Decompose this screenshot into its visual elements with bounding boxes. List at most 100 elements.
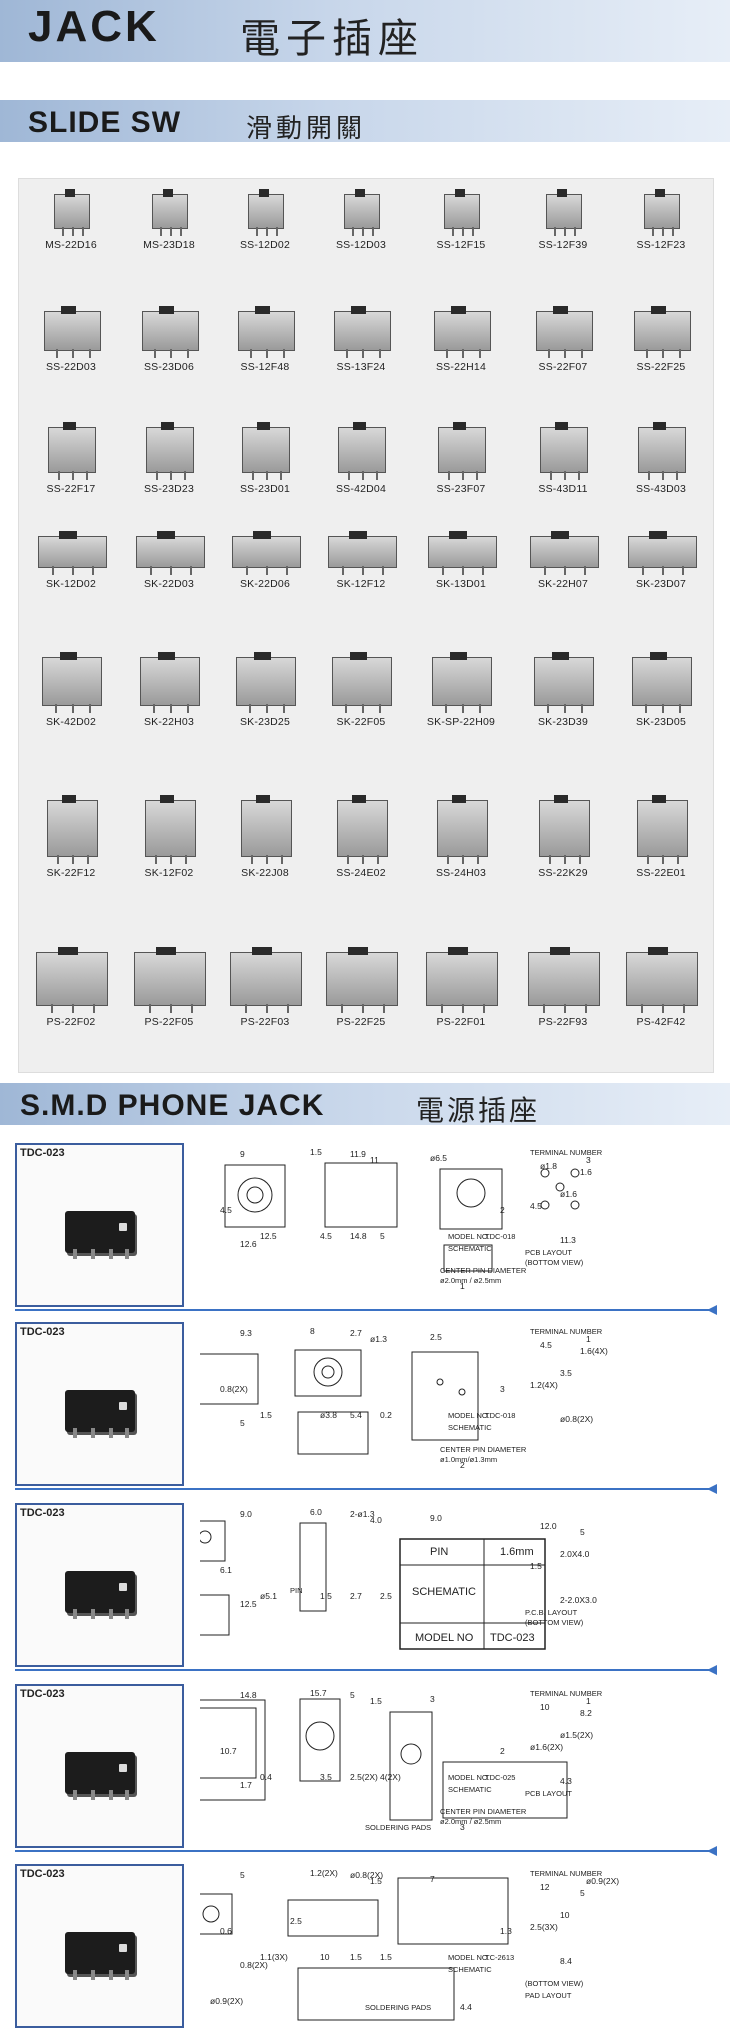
switch-photo [328, 299, 395, 358]
switch-item: SS-42D04 [315, 411, 407, 495]
switch-item: PS-22F93 [517, 929, 609, 1028]
dimension-label: 4.4 [460, 2002, 472, 2012]
drawing-note: ø2.0mm / ø2.5mm [440, 1817, 501, 1826]
drawing-note: SCHEMATIC [448, 1965, 492, 1974]
switch-model-label: SS-22E01 [636, 867, 686, 879]
dimension-label: 1.5 [260, 1410, 272, 1420]
switch-model-label: PS-22F93 [538, 1016, 588, 1028]
drawing-note: P.C.B. LAYOUT [525, 1608, 578, 1617]
switch-photo [242, 187, 288, 236]
row-separator [15, 1846, 717, 1856]
dimension-label: 10 [540, 1702, 550, 1712]
drawing-note: CENTER PIN DIAMETER [440, 1445, 527, 1454]
dimension-label: 9 [240, 1149, 245, 1159]
dimension-label: 1.5 [370, 1876, 382, 1886]
dimension-label: 1.2(4X) [530, 1380, 558, 1390]
switch-photo [42, 411, 100, 480]
dimension-label: 5 [380, 1231, 385, 1241]
switch-model-label: PS-22F03 [240, 1016, 290, 1028]
switch-photo [134, 639, 204, 713]
dimension-label: 15.7 [310, 1688, 327, 1698]
dimension-label: 5 [240, 1870, 245, 1880]
dimension-label: 2 [500, 1205, 505, 1215]
switch-item: SK-22F12 [25, 775, 117, 879]
dimension-label: ø1.5(2X) [560, 1730, 593, 1740]
product-photo: TDC-023 [15, 1684, 184, 1848]
switch-model-label: PS-22F02 [46, 1016, 96, 1028]
switch-item: SS-12F23 [615, 187, 707, 251]
banner-gradient [0, 0, 730, 62]
switch-item: SS-23D01 [219, 411, 311, 495]
switch-item: SK-22H03 [123, 639, 215, 728]
slide-switch-banner: SLIDE SW 滑動開關 [0, 100, 730, 144]
switch-photo [326, 639, 396, 713]
dimension-label: 1.5 [530, 1561, 542, 1571]
dimension-label: 2.5 [290, 1916, 302, 1926]
product-photo: TDC-023 [15, 1864, 184, 2028]
dimension-label: 6.1 [220, 1565, 232, 1575]
switch-item: SS-12F39 [517, 187, 609, 251]
switch-model-label: SK-SP-22H09 [426, 716, 496, 728]
dimension-label: 2.7 [350, 1591, 362, 1601]
switch-item: SS-22E01 [615, 775, 707, 879]
switch-photo [140, 411, 198, 480]
switch-item: PS-22F05 [123, 929, 215, 1028]
dimension-label: ø6.5 [430, 1153, 447, 1163]
switch-item: SS-22F17 [25, 411, 117, 495]
drawing-note: ø1.0mm/ø1.3mm [440, 1455, 497, 1464]
switch-photo [632, 411, 690, 480]
switch-model-label: PS-22F05 [144, 1016, 194, 1028]
dimension-label: 2-2.0X3.0 [560, 1595, 597, 1605]
dimension-label: 7 [430, 1874, 435, 1884]
switch-model-label: SS-22F07 [538, 361, 588, 373]
switch-item: SS-43D11 [517, 411, 609, 495]
switch-photo [236, 411, 294, 480]
dimension-label: 4.5 [540, 1340, 552, 1350]
drawing-note: MODEL NO. [448, 1773, 490, 1782]
switch-item: SS-12D03 [315, 187, 407, 251]
switch-model-label: SK-22H03 [143, 716, 195, 728]
dimension-label: 11.3 [560, 1235, 576, 1245]
switch-item: SK-22D03 [123, 530, 215, 590]
smd-title-zh: 電源插座 [416, 1094, 541, 1127]
dimension-label: 2.7 [350, 1328, 362, 1338]
switch-model-label: SK-23D05 [635, 716, 687, 728]
banner-gradient [0, 100, 730, 142]
dimension-label: 8 [310, 1326, 315, 1336]
switch-photo [38, 299, 105, 358]
row-separator [15, 1305, 717, 1315]
switch-item: SS-43D03 [615, 411, 707, 495]
switch-item: SS-22H14 [415, 299, 507, 373]
product-model-label: TDC-023 [20, 1326, 65, 1338]
dimension-label: ø1.6 [560, 1189, 577, 1199]
switch-photo [332, 411, 390, 480]
dimension-label: 4(2X) [380, 1772, 401, 1782]
dimension-label: 14.8 [350, 1231, 367, 1241]
switch-model-label: SK-12F12 [336, 578, 386, 590]
switch-model-label: SK-12F02 [144, 867, 194, 879]
dimension-label: ø1.8 [540, 1161, 557, 1171]
switch-model-label: SS-23D06 [143, 361, 195, 373]
dimension-label: ø0.8(2X) [350, 1870, 383, 1880]
product-model-label: TDC-023 [20, 1688, 65, 1700]
switch-photo [338, 187, 384, 236]
switch-model-label: PS-22F01 [436, 1016, 486, 1028]
dimension-label: 4.5 [220, 1205, 232, 1215]
dimension-label: 1.5 [380, 1952, 392, 1962]
switch-item: SS-12D02 [219, 187, 311, 251]
switch-model-label: SS-22K29 [538, 867, 588, 879]
switch-photo [322, 530, 401, 575]
row-separator [15, 1484, 717, 1494]
dimension-label: 2.5 [430, 1332, 442, 1342]
switch-model-label: SS-12F39 [538, 239, 588, 251]
dimension-label: 1.2(2X) [310, 1868, 338, 1878]
product-photo: TDC-023 [15, 1503, 184, 1667]
smd-jack-banner: S.M.D PHONE JACK 電源插座 [0, 1083, 730, 1127]
dimension-label: 11 [370, 1155, 379, 1165]
drawing-note: SCHEMATIC [448, 1785, 492, 1794]
dimension-label: 0.8(2X) [240, 1960, 268, 1970]
